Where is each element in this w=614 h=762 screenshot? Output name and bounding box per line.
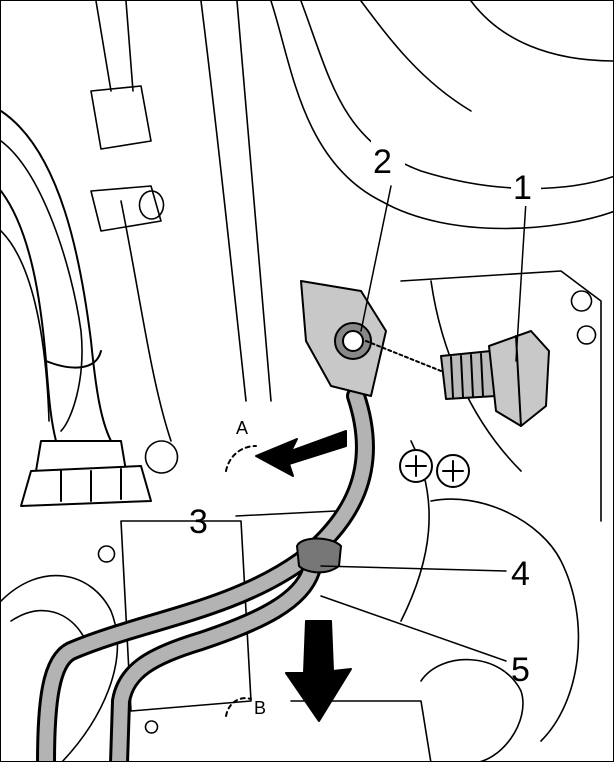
leader-lines — [235, 185, 527, 662]
arrow-a-icon — [255, 430, 347, 477]
callout-1: 1 — [513, 169, 532, 207]
dashed-b — [225, 697, 252, 717]
pipe-3 — [36, 386, 375, 761]
callout-a: A — [236, 418, 248, 438]
screws — [399, 449, 470, 488]
dashed-a — [225, 445, 257, 472]
callout-3: 3 — [189, 503, 208, 541]
banjo-fitting — [300, 280, 387, 397]
callout-b: B — [254, 698, 266, 718]
coolant-hose — [1, 110, 152, 507]
clamp-4 — [296, 537, 342, 574]
arrow-b-icon — [285, 620, 352, 722]
bolt-1 — [365, 330, 550, 427]
callout-2: 2 — [373, 143, 392, 181]
callout-4: 4 — [511, 555, 530, 593]
callout-5: 5 — [511, 651, 530, 689]
pipe-second — [109, 561, 321, 761]
